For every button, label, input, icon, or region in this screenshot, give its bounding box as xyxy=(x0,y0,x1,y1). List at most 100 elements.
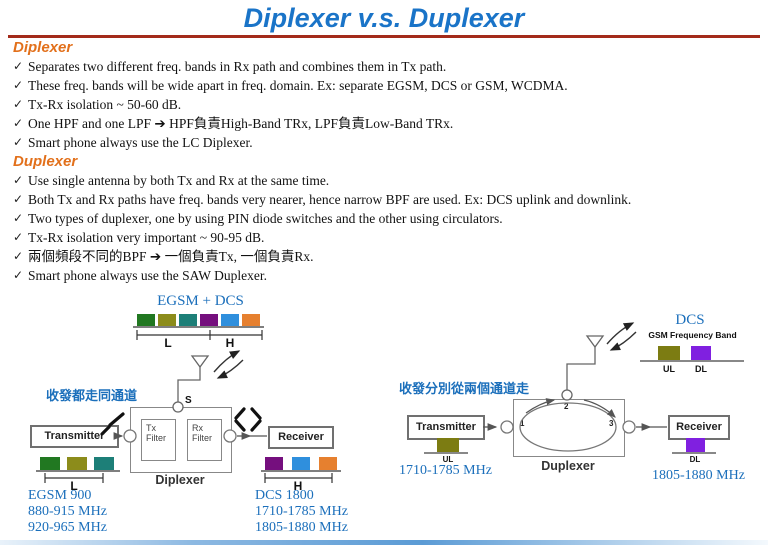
check-icon: ✓ xyxy=(13,173,24,187)
check-icon: ✓ xyxy=(13,97,24,111)
high-band-freq1: 1710-1785 MHz xyxy=(255,504,348,519)
list-item: ✓ Use single antenna by both Tx and Rx at… xyxy=(0,171,768,190)
bullet-text: 兩個頻段不同的BPF ➔ 一個負責Tx, 一個負責Rx. xyxy=(28,249,314,264)
rx-band-freq: 1805-1880 MHz xyxy=(652,468,745,483)
check-icon: ✓ xyxy=(13,249,24,263)
diagram-linework xyxy=(36,322,744,483)
check-icon: ✓ xyxy=(13,192,24,206)
rx-filter-label: Rx xyxy=(192,423,203,433)
high-band-freq2: 1805-1880 MHz xyxy=(255,520,348,535)
list-item: ✓ Two types of duplexer, one by using PIN… xyxy=(0,209,768,228)
bullet-text: Separates two different freq. bands in R… xyxy=(28,59,447,74)
list-item: ✓Smart phone always use the LC Diplexer. xyxy=(0,133,768,152)
check-icon: ✓ xyxy=(13,116,24,130)
list-item: ✓ These freq. bands will be wide apart in… xyxy=(0,76,768,95)
antenna-icon xyxy=(561,335,605,401)
low-band-freq2: 920-965 MHz xyxy=(28,520,107,535)
dl-label: DL xyxy=(695,364,707,374)
diplexer-device-label: Diplexer xyxy=(155,473,205,487)
tx-band-freq: 1710-1785 MHz xyxy=(399,463,492,478)
antenna-node-label: S xyxy=(185,395,192,406)
list-item: ✓ One HPF and one LPF ➔ HPF負責High-Band TR… xyxy=(0,114,768,133)
check-icon: ✓ xyxy=(13,78,24,92)
tx-rx-exchange-arrows-icon xyxy=(213,350,244,379)
bullet-text: Smart phone always use the SAW Duplexer. xyxy=(28,268,267,283)
duplexer-bullet-list: ✓ Use single antenna by both Tx and Rx at… xyxy=(0,171,768,285)
diplexer-note: 收發都走同通道 xyxy=(46,388,138,403)
bullet-text: One HPF and one LPF ➔ HPF負責High-Band TRx… xyxy=(28,116,454,131)
check-icon: ✓ xyxy=(13,230,24,244)
rx-band-bar xyxy=(686,438,705,452)
duplexer-device-label: Duplexer xyxy=(541,459,595,473)
tx-band-label: UL xyxy=(442,455,454,464)
bullet-text: Tx-Rx isolation very important ~ 90-95 d… xyxy=(28,230,265,245)
combined-spectrum-axis xyxy=(133,326,264,340)
spectrum-bar xyxy=(292,457,310,470)
diplexer-bullet-list: ✓ Separates two different freq. bands in … xyxy=(0,57,768,152)
check-icon: ✓ xyxy=(13,211,24,225)
check-icon: ✓ xyxy=(13,59,24,73)
list-item: ✓ 兩個頻段不同的BPF ➔ 一個負責Tx, 一個負責Rx. xyxy=(0,247,768,266)
ul-label: UL xyxy=(663,364,675,374)
bullet-text: These freq. bands will be wide apart in … xyxy=(28,78,568,93)
spectrum-bar xyxy=(265,457,283,470)
low-band-name: EGSM 900 xyxy=(28,488,92,503)
diplexer-transmitter-box: Transmitter xyxy=(30,425,119,448)
duplexer-box xyxy=(513,399,625,457)
spectrum-bar xyxy=(94,457,114,470)
egsm-dcs-band-title: EGSM + DCS xyxy=(157,293,244,309)
spectrum-bar xyxy=(40,457,60,470)
circulator-port-1: 1 xyxy=(520,419,525,428)
high-band-bars xyxy=(265,457,337,470)
duplexer-note: 收發分別從兩個通道走 xyxy=(399,381,530,396)
page-title: Diplexer v.s. Duplexer xyxy=(243,3,525,33)
combined-spectrum-bars xyxy=(137,314,260,326)
axis-label-low: L xyxy=(164,336,172,350)
tx-filter-label: Tx xyxy=(146,423,156,433)
spectrum-bar xyxy=(200,314,218,326)
circulator-port-3: 3 xyxy=(609,419,614,428)
axis-label-high: H xyxy=(225,336,235,350)
ul-spectrum-bar xyxy=(658,346,680,360)
low-band-bracket-label: L xyxy=(70,479,78,493)
check-icon: ✓ xyxy=(13,268,24,282)
list-item: ✓ Smart phone always use the SAW Duplexer… xyxy=(0,266,768,285)
rx-filter-label: Filter xyxy=(192,433,212,443)
low-band-bars xyxy=(40,457,114,470)
spectrum-bar xyxy=(319,457,337,470)
spectrum-bar xyxy=(179,314,197,326)
duplexer-transmitter-box: Transmitter xyxy=(407,415,485,440)
list-item: ✓ Tx-Rx isolation very important ~ 90-95 … xyxy=(0,228,768,247)
high-band-bracket-label: H xyxy=(293,479,303,493)
circulator-port-2: 2 xyxy=(564,402,569,411)
tx-filter-label: Filter xyxy=(146,433,166,443)
dcs-band-title: DCS xyxy=(675,312,705,328)
spectrum-bar xyxy=(67,457,87,470)
bullet-text: Use single antenna by both Tx and Rx at … xyxy=(28,173,330,188)
list-item: ✓ Tx-Rx isolation ~ 50-60 dB. xyxy=(0,95,768,114)
tx-band-bar xyxy=(437,438,459,452)
spectrum-bar xyxy=(158,314,176,326)
check-icon: ✓ xyxy=(13,135,24,149)
rx-band-label: DL xyxy=(689,455,701,464)
bullet-text: Tx-Rx isolation ~ 50-60 dB. xyxy=(28,97,182,112)
low-band-freq1: 880-915 MHz xyxy=(28,504,107,519)
spectrum-bar xyxy=(221,314,239,326)
list-item: ✓ Separates two different freq. bands in … xyxy=(0,57,768,76)
duplexer-receiver-box: Receiver xyxy=(668,415,730,440)
section-heading-diplexer: Diplexer xyxy=(13,39,73,56)
title-divider xyxy=(8,35,760,38)
high-band-name: DCS 1800 xyxy=(255,488,314,503)
diplexer-receiver-box: Receiver xyxy=(268,426,334,449)
bullet-text: Two types of duplexer, one by using PIN … xyxy=(28,211,503,226)
section-heading-duplexer: Duplexer xyxy=(13,153,78,170)
spectrum-bar xyxy=(242,314,260,326)
bullet-text: Both Tx and Rx paths have freq. bands ve… xyxy=(28,192,632,207)
dl-spectrum-bar xyxy=(691,346,711,360)
spectrum-bar xyxy=(137,314,155,326)
gsm-frequency-band-label: GSM Frequency Band xyxy=(648,330,737,340)
